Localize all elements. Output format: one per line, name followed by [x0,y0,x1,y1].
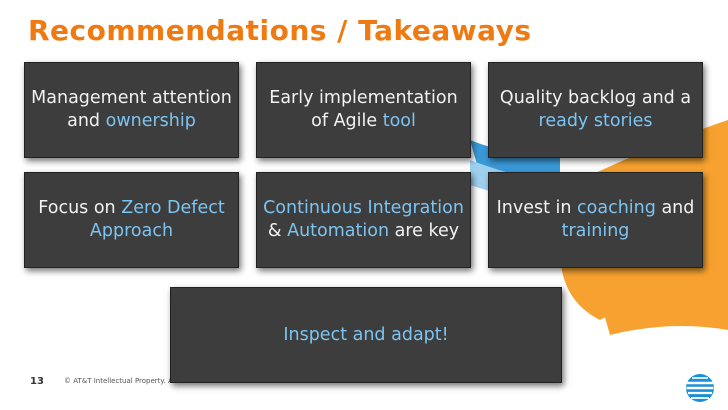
text-segment: & [267,221,288,241]
takeaway-box-inspect-adapt: Inspect and adapt! [170,287,562,383]
takeaway-box-coaching: Invest in coaching and training [488,172,703,268]
takeaway-box-management: Management attention and ownership [24,62,239,158]
highlighted-text: ready stories [538,111,653,131]
box-text: Focus on Zero Defect Approach [31,197,232,243]
highlighted-text: Zero Defect Approach [89,198,225,241]
text-segment: Management attention and [31,88,232,131]
takeaway-box-agile-tool: Early implementation of Agile tool [256,62,471,158]
box-text: Early implementation of Agile tool [263,87,464,133]
takeaway-box-backlog: Quality backlog and a ready stories [488,62,703,158]
text-segment: and [655,198,695,218]
att-globe-icon [686,374,714,402]
box-text: Inspect and adapt! [283,324,448,347]
highlighted-text: ownership [105,111,196,131]
slide-title: Recommendations / Takeaways [28,14,532,47]
highlighted-text: training [561,221,630,241]
text-segment: are key [389,221,460,241]
text-segment: Focus on [38,198,122,218]
highlighted-text: Automation [287,221,390,241]
footer-copyright: © AT&T Intellectual Property. All rights… [64,377,170,385]
takeaway-box-ci-automation: Continuous Integration & Automation are … [256,172,471,268]
text-segment: Early implementation of Agile [269,88,458,131]
box-text: Invest in coaching and training [495,197,696,243]
highlighted-text: Continuous Integration [263,198,464,218]
box-text: Management attention and ownership [31,87,232,133]
text-segment: Quality backlog and a [499,88,692,108]
box-text: Quality backlog and a ready stories [495,87,696,133]
page-number: 13 [30,376,44,387]
takeaway-box-zero-defect: Focus on Zero Defect Approach [24,172,239,268]
highlighted-text: coaching [577,198,656,218]
box-text: Continuous Integration & Automation are … [263,197,464,243]
highlighted-text: tool [382,111,416,131]
highlighted-text: Inspect and adapt! [283,324,449,345]
text-segment: Invest in [496,198,578,218]
